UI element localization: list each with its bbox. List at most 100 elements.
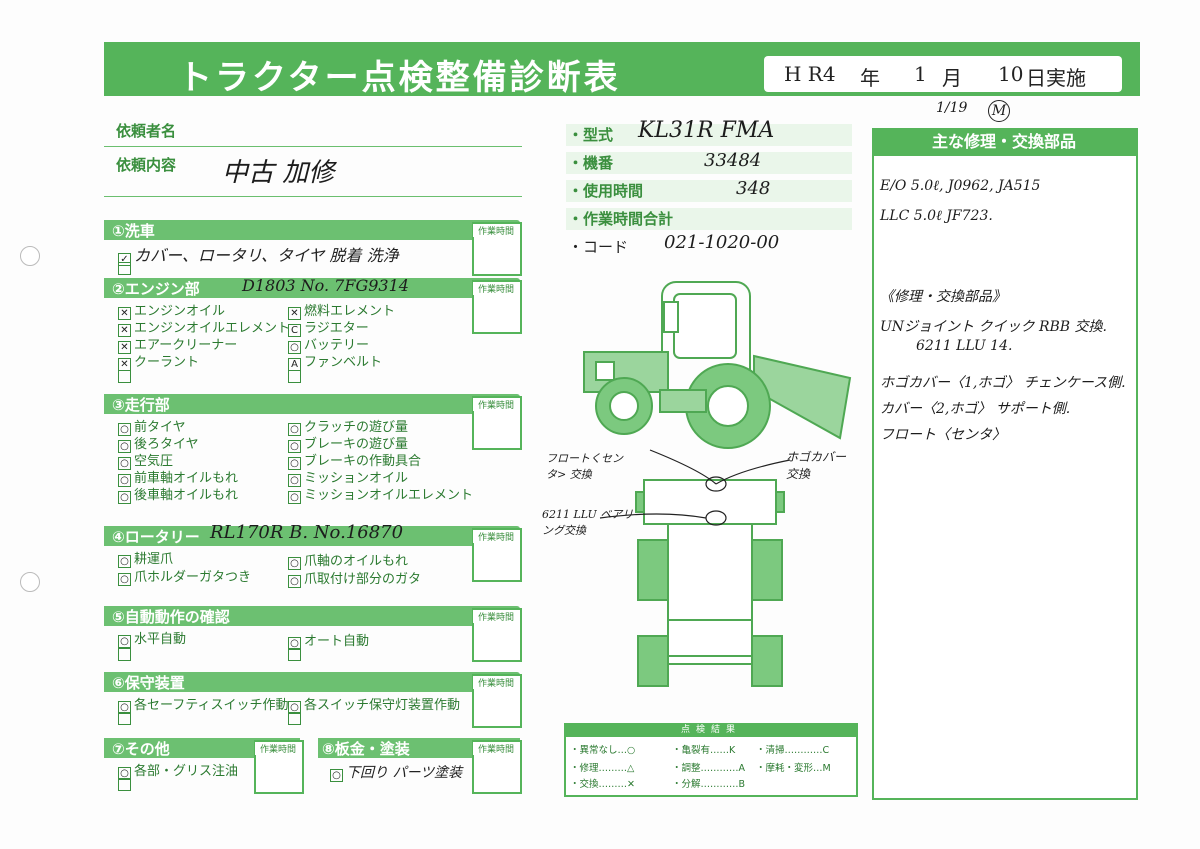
s3-item-label: 後ろタイヤ — [134, 437, 199, 452]
s4-item: ○爪取付け部分のガタ — [288, 568, 421, 588]
requester-label: 依頼者名 — [116, 122, 177, 140]
section-rotary-title: ④ロータリー — [112, 528, 200, 546]
s3-item-label: クラッチの遊び量 — [304, 420, 409, 435]
s3-item-label: 後車軸オイルもれ — [134, 488, 239, 503]
engine-note[interactable]: D1803 No. 7FG9314 — [242, 276, 409, 295]
serial-value[interactable]: 33484 — [704, 150, 762, 171]
parts-line: 6211 LLU 14. — [916, 338, 1013, 354]
s2-checkbox[interactable]: ○ — [288, 341, 301, 354]
section-safety-title: ⑥保守装置 — [112, 674, 185, 692]
legend-entry: ・分解…………B — [672, 779, 746, 790]
s2-checkbox[interactable]: ✕ — [118, 324, 131, 337]
empty-checkbox[interactable] — [118, 778, 131, 791]
s3-item: ○空気圧 — [118, 450, 173, 470]
parts-line: UNジョイント クイック RBB 交換. — [880, 319, 1107, 335]
s3-checkbox[interactable]: ○ — [118, 457, 131, 470]
s3-checkbox[interactable]: ○ — [118, 440, 131, 453]
legend-entry: ・摩耗・変形…M — [756, 763, 831, 774]
s2-item: ○バッテリー — [288, 334, 369, 354]
empty-checkbox[interactable] — [288, 712, 301, 725]
s2-item: ✕エアークリーナー — [118, 334, 237, 354]
request-content-value[interactable]: 中古 加修 — [222, 158, 335, 188]
s3-checkbox[interactable]: ○ — [288, 474, 301, 487]
note-date: 1/19 — [936, 100, 968, 116]
s3-checkbox[interactable]: ○ — [118, 491, 131, 504]
date-era: H R4 — [784, 62, 836, 86]
empty-checkbox[interactable] — [118, 648, 131, 661]
empty-checkbox[interactable] — [118, 370, 131, 383]
legend-entry: ・亀裂有……K — [672, 745, 736, 756]
legend-entry: ・異常なし…○ — [570, 745, 636, 756]
s4-checkbox[interactable]: ○ — [118, 555, 131, 568]
s3-checkbox[interactable]: ○ — [288, 457, 301, 470]
s2-item-label: エンジンオイル — [134, 304, 226, 319]
s3-item: ○前タイヤ — [118, 416, 186, 436]
s7-checkbox[interactable]: ○ — [118, 767, 131, 780]
s4-checkbox[interactable]: ○ — [118, 573, 131, 586]
code-label: ・コード — [568, 238, 629, 256]
s3-item: ○後ろタイヤ — [118, 433, 199, 453]
s3-checkbox[interactable]: ○ — [288, 423, 301, 436]
parts-title: 主な修理・交換部品 — [872, 128, 1136, 156]
s6-item-label: 各スイッチ保守灯装置作動 — [304, 698, 461, 713]
s3-item: ○ミッションオイルエレメント — [288, 484, 473, 504]
s6-item: ○各スイッチ保守灯装置作動 — [288, 694, 460, 714]
sheetmetal-checkbox[interactable]: ○ — [330, 769, 343, 782]
empty-checkbox[interactable] — [288, 370, 301, 383]
date-day-suffix: 日実施 — [1026, 66, 1086, 90]
wash-checkbox[interactable]: ✓ — [118, 253, 131, 266]
s6-item: ○各セーフティスイッチ作動 — [118, 694, 288, 714]
s6-item-label: 各セーフティスイッチ作動 — [134, 698, 289, 713]
s4-checkbox[interactable]: ○ — [288, 557, 301, 570]
s2-checkbox[interactable]: ✕ — [118, 341, 131, 354]
request-content-label: 依頼内容 — [116, 156, 177, 174]
s6-checkbox[interactable]: ○ — [118, 701, 131, 714]
hours-value[interactable]: 348 — [736, 178, 771, 199]
rotary-note[interactable]: RL170R B. No.16870 — [210, 522, 404, 543]
s3-checkbox[interactable]: ○ — [118, 474, 131, 487]
s2-item: ✕エンジンオイルエレメント — [118, 317, 290, 337]
s3-checkbox[interactable]: ○ — [288, 440, 301, 453]
s3-item: ○ミッションオイル — [288, 467, 408, 487]
s3-item: ○ブレーキの作動具合 — [288, 450, 421, 470]
s2-checkbox[interactable]: C — [288, 324, 301, 337]
model-value[interactable]: KL31R FMA — [638, 118, 775, 143]
parts-line: LLC 5.0ℓ JF723. — [880, 208, 993, 224]
parts-line: ホゴカバー〈1,ホゴ〉 チェンケース側. — [880, 375, 1126, 391]
s4-item-label: 爪軸のオイルもれ — [304, 554, 409, 569]
code-value[interactable]: 021-1020-00 — [664, 232, 780, 253]
s2-item: ✕クーラント — [118, 351, 199, 371]
s3-item-label: ブレーキの遊び量 — [304, 437, 409, 452]
s3-item: ○前車軸オイルもれ — [118, 467, 238, 487]
s4-item-label: 爪取付け部分のガタ — [304, 572, 422, 587]
s4-item-label: 爪ホルダーガタつき — [134, 570, 252, 585]
s6-checkbox[interactable]: ○ — [288, 701, 301, 714]
tractor-diagram — [583, 281, 852, 687]
s7-item: ○各部・グリス注油 — [118, 760, 238, 780]
diagram-note-hogo-cover: ホゴカバー 交換 — [786, 450, 847, 481]
s5-checkbox[interactable]: ○ — [288, 637, 301, 650]
s4-item: ○耕運爪 — [118, 548, 173, 568]
s2-item-label: クーラント — [134, 355, 200, 370]
s3-item-label: 空気圧 — [134, 454, 174, 469]
section-auto-title: ⑤自動動作の確認 — [112, 608, 230, 626]
s5-checkbox[interactable]: ○ — [118, 635, 131, 648]
parts-line: フロート〈センタ〉 — [880, 427, 1006, 443]
section-running-title: ③走行部 — [112, 396, 170, 414]
s4-item: ○爪軸のオイルもれ — [288, 550, 408, 570]
parts-line: 《修理・交換部品》 — [880, 289, 1006, 305]
empty-checkbox[interactable] — [118, 712, 131, 725]
s3-checkbox[interactable]: ○ — [118, 423, 131, 436]
section-wash-title: ①洗車 — [112, 222, 155, 240]
legend-entry: ・交換………✕ — [570, 779, 635, 790]
model-label: ・型式 — [568, 126, 614, 144]
empty-checkbox[interactable] — [288, 648, 301, 661]
s2-checkbox[interactable]: ✕ — [288, 307, 301, 320]
legend-title: 点検結果 — [564, 723, 858, 737]
s2-checkbox[interactable]: ✕ — [118, 307, 131, 320]
s3-item: ○後車軸オイルもれ — [118, 484, 238, 504]
s4-checkbox[interactable]: ○ — [288, 575, 301, 588]
s2-item: ✕燃料エレメント — [288, 300, 395, 320]
s3-checkbox[interactable]: ○ — [288, 491, 301, 504]
